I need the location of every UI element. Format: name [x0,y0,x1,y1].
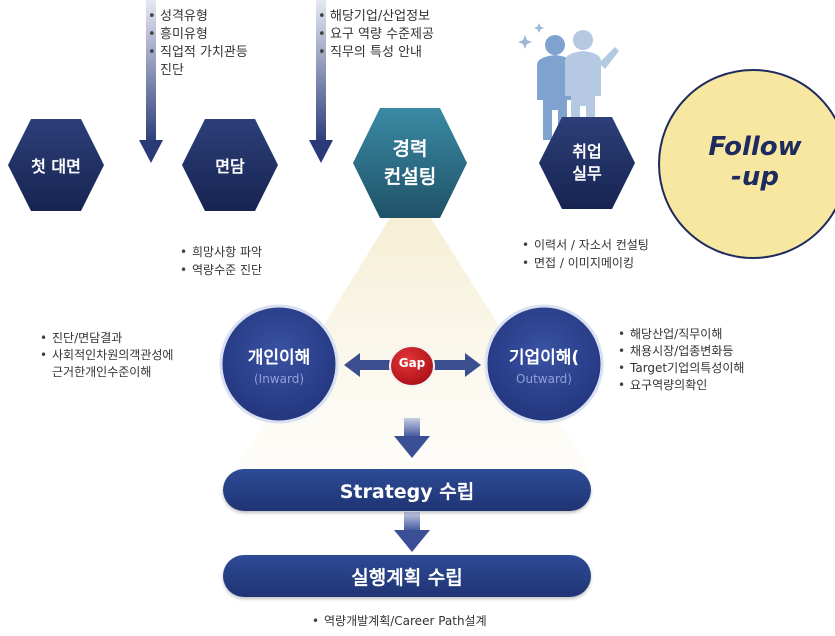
hex-career-consulting-label: 경력 컨설팅 [383,138,437,188]
company-notes: 해당산업/직무이해 채용시장/업종변화등 Target기업의특성이해 요구역량의… [618,326,744,394]
note-item: 성격유형 [148,8,248,26]
note-item: 면접 / 이미지메이킹 [522,254,649,272]
personal-understanding-label: 개인이해 (Inward) [217,343,341,386]
personal-title: 개인이해 [247,348,311,368]
down-arrow-2 [394,512,430,552]
hex-employment-practice [539,117,635,209]
note-item: 요구 역량 수준제공 [318,26,434,44]
note-item: 직무의 특성 안내 [318,44,434,62]
note-item: 해당산업/직무이해 [618,326,744,343]
note-item: 사회적인차원의객관성에 [40,347,173,364]
note-item: Target기업의특성이해 [618,360,744,377]
followup-label: Follow -up [708,132,802,192]
hex-interview-label: 면담 [215,157,245,176]
practice-notes: 이력서 / 자소서 컨설팅 면접 / 이미지메이킹 [522,236,649,272]
interview-notes: 희망사항 파악 역량수준 진단 [180,243,262,279]
gap-circle [389,345,435,387]
note-item: 근거한개인수준이해 [52,365,152,379]
arrow1-notes: 성격유형 흥미유형 직업적 가치관등 진단 [148,8,248,80]
note-item: 채용시장/업종변화등 [618,343,744,360]
arrow2-notes: 해당기업/산업정보 요구 역량 수준제공 직무의 특성 안내 [318,8,434,62]
hex-first-meeting-label: 첫 대면 [31,157,81,176]
personal-notes: 진단/면담결과 사회적인차원의객관성에 근거한개인수준이해 [40,330,173,381]
footer-notes: 역량개발계획/Career Path설계 [312,612,487,630]
note-item: 역량개발계획/Career Path설계 [312,612,487,630]
personal-sub: (Inward) [253,372,304,386]
note-item: 희망사항 파악 [180,243,262,261]
note-item: 역량수준 진단 [180,261,262,279]
note-item: 진단 [160,63,184,78]
down-arrow-1 [394,418,430,458]
company-sub: Outward) [516,372,572,386]
hex-first-meeting [8,119,104,211]
strategy-bar: Strategy 수립 [223,469,591,511]
gap-label: Gap [398,356,426,370]
hex-career-consulting [353,108,467,218]
note-item: 진단/면담결과 [40,330,173,347]
note-item: 요구역량의확인 [618,377,744,394]
hex-interview [182,119,278,211]
input-arrow-2 [309,0,333,163]
note-item: 흥미유형 [148,26,248,44]
note-item: 해당기업/산업정보 [318,8,434,26]
action-plan-bar: 실행계획 수립 [223,555,591,597]
company-understanding-circle [484,304,604,424]
company-understanding-label: 기업이해( Outward) [482,343,606,386]
input-arrow-1 [139,0,163,163]
note-item: 직업적 가치관등 [148,44,248,62]
note-item: 이력서 / 자소서 컨설팅 [522,236,649,254]
hex-employment-practice-label: 취업 실무 [572,142,602,183]
company-title: 기업이해( [508,348,580,368]
followup-circle [658,69,835,259]
personal-understanding-circle [219,304,339,424]
